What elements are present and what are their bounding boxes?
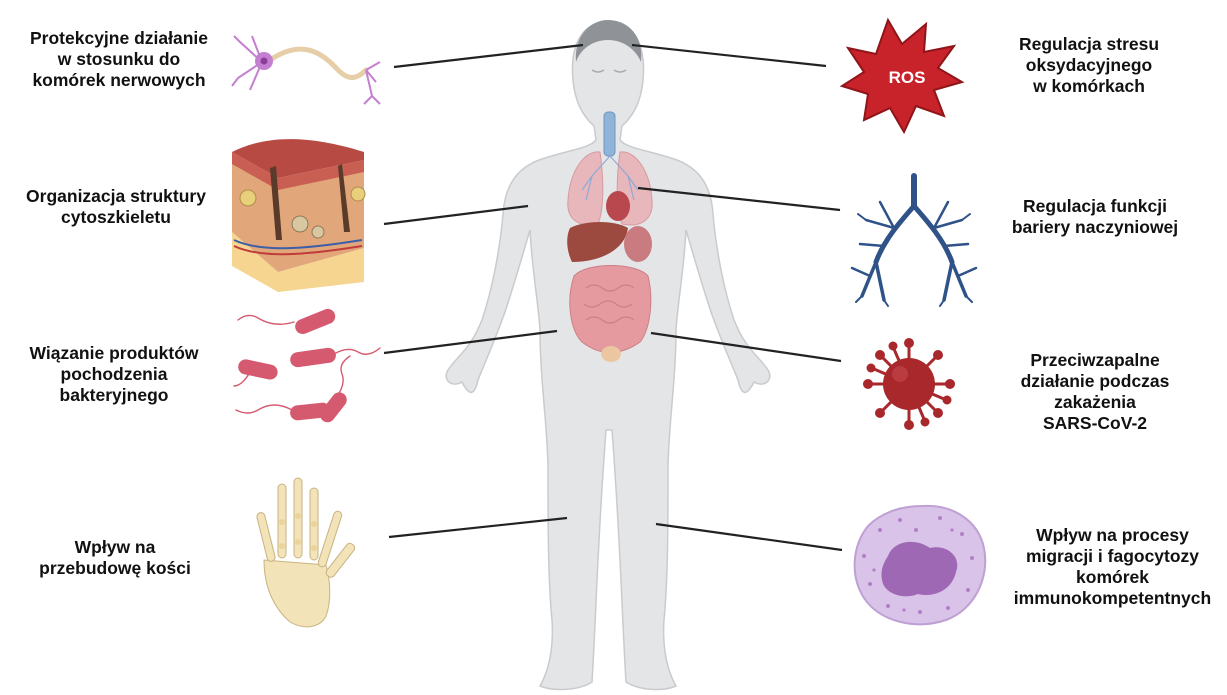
label-line: Regulacja stresu: [984, 34, 1194, 55]
neutrophil-icon: [855, 506, 986, 624]
label-line: Regulacja funkcji: [990, 196, 1200, 217]
connector-neutrophil: [656, 524, 842, 550]
label-line: Wpływ na: [20, 537, 210, 558]
label-line: w komórkach: [984, 76, 1194, 97]
stomach: [624, 226, 652, 262]
connector-bone: [389, 518, 567, 537]
skin-section-icon: [232, 139, 365, 292]
connector-ros: [632, 45, 826, 66]
ros-label: ROS: [876, 67, 938, 88]
label-line: migracji i fagocytozy: [1000, 546, 1225, 567]
bladder: [601, 346, 621, 362]
label-line: Protekcyjne działanie: [4, 28, 234, 49]
label-line: immunokompetentnych: [1000, 588, 1225, 609]
label-line: zakażenia: [1000, 392, 1190, 413]
heart: [606, 191, 630, 221]
label-line: komórek nerwowych: [4, 70, 234, 91]
label-line: cytoszkieletu: [2, 207, 230, 228]
connector-nerve: [394, 45, 583, 67]
label-oxidative-stress: Regulacja stresu oksydacyjnego w komórka…: [984, 34, 1194, 97]
label-immune-migration: Wpływ na procesy migracji i fagocytozy k…: [1000, 525, 1225, 609]
label-bacterial-products: Wiązanie produktów pochodzenia bakteryjn…: [0, 343, 228, 406]
label-line: oksydacyjnego: [984, 55, 1194, 76]
label-cytoskeleton: Organizacja struktury cytoszkieletu: [2, 186, 230, 228]
neuron-icon: [232, 36, 380, 104]
label-bone-remodeling: Wpływ na przebudowę kości: [20, 537, 210, 579]
label-line: działanie podczas: [1000, 371, 1190, 392]
label-line: komórek: [1000, 567, 1225, 588]
blood-vessel-icon: [852, 176, 976, 306]
hand-bones-icon: [256, 478, 356, 627]
virus-icon: [863, 338, 955, 430]
label-line: bariery naczyniowej: [990, 217, 1200, 238]
label-line: Organizacja struktury: [2, 186, 230, 207]
human-body: [446, 20, 770, 689]
label-line: przebudowę kości: [20, 558, 210, 579]
label-anti-inflammatory: Przeciwzapalne działanie podczas zakażen…: [1000, 350, 1190, 434]
label-line: w stosunku do: [4, 49, 234, 70]
label-line: Wiązanie produktów: [0, 343, 228, 364]
label-neuroprotection: Protekcyjne działanie w stosunku do komó…: [4, 28, 234, 91]
label-line: pochodzenia: [0, 364, 228, 385]
label-vascular-barrier: Regulacja funkcji bariery naczyniowej: [990, 196, 1200, 238]
label-line: SARS-CoV-2: [1000, 413, 1190, 434]
trachea: [604, 112, 615, 156]
intestines: [570, 266, 651, 353]
label-line: Wpływ na procesy: [1000, 525, 1225, 546]
bacteria-icon: [234, 307, 380, 426]
label-line: Przeciwzapalne: [1000, 350, 1190, 371]
label-line: bakteryjnego: [0, 385, 228, 406]
